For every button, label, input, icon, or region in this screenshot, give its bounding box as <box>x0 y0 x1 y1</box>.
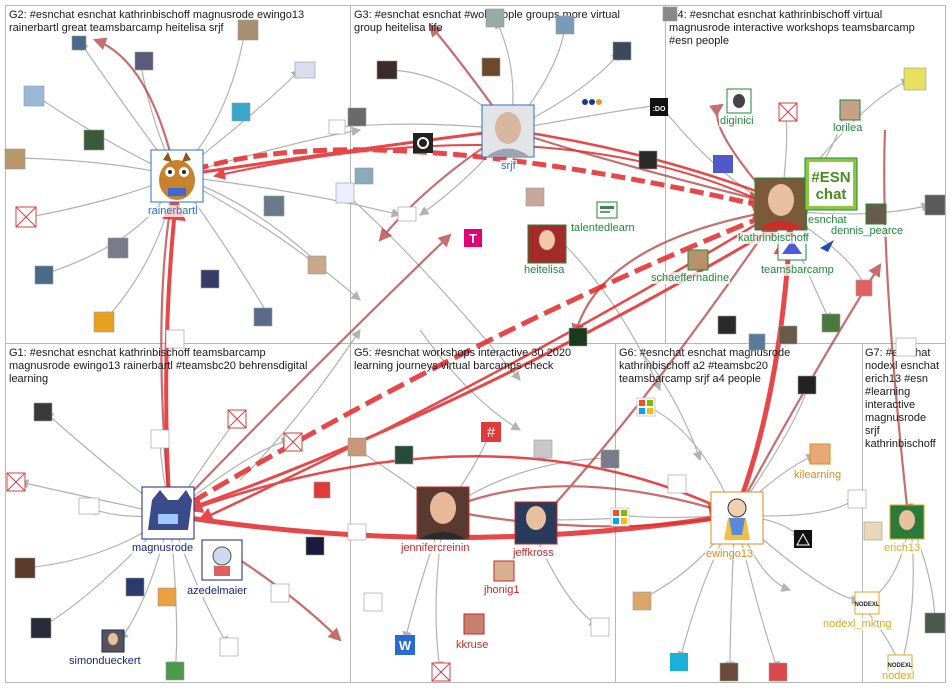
ms-tile <box>636 397 656 417</box>
kilearning-avatar[interactable] <box>809 443 831 465</box>
label-nodexl[interactable]: nodexl <box>881 670 916 682</box>
kathrinbischoff-avatar[interactable] <box>754 177 808 231</box>
lorilea-avatar[interactable] <box>839 99 861 121</box>
teams-icon <box>713 155 733 173</box>
label-jeffkross[interactable]: jeffkross <box>512 547 555 559</box>
label-lorilea[interactable]: lorilea <box>832 122 864 134</box>
heitelisa-avatar[interactable] <box>527 224 567 264</box>
svg-text:W: W <box>399 638 412 653</box>
t-tile: T <box>464 229 482 247</box>
group-title-g6: G6: #esnchat esnchat magnusrode kathrinb… <box>619 347 791 385</box>
label-magnusrode[interactable]: magnusrode <box>131 542 195 554</box>
broken-image-icons <box>6 102 798 682</box>
label-dennis_pearce[interactable]: dennis_pearce <box>830 225 905 237</box>
group-title-g2: G2: #esnchat esnchat kathrinbischoff mag… <box>9 9 305 34</box>
do-tile: :DO <box>650 98 668 116</box>
label-kathrinbischoff[interactable]: kathrinbischoff <box>737 232 810 244</box>
bird-icon <box>820 240 834 252</box>
jeffkross-avatar[interactable] <box>514 501 558 545</box>
svg-text:NODEXL: NODEXL <box>854 602 879 608</box>
label-azedelmaier[interactable]: azedelmaier <box>186 585 248 597</box>
schaeffernadine-avatar[interactable] <box>687 249 709 271</box>
label-rainerbartl[interactable]: rainerbartl <box>147 205 199 217</box>
label-schaeffernadine[interactable]: schaeffernadine <box>650 272 731 284</box>
label-srjf[interactable]: srjf <box>500 160 517 172</box>
azedelmaier-avatar[interactable] <box>201 539 243 581</box>
svg-text::DO: :DO <box>653 106 666 113</box>
dennis_pearce-avatar[interactable] <box>865 203 887 225</box>
hash-tile: # <box>481 422 501 442</box>
group-title-g5: G5: #esnchat workshops interactive 30 20… <box>354 347 572 372</box>
label-kilearning[interactable]: kilearning <box>793 469 843 481</box>
lego-tile <box>413 133 433 153</box>
group-title-g1: G1: #esnchat esnchat kathrinbischoff tea… <box>9 347 308 385</box>
magnusrode-avatar[interactable] <box>141 486 195 540</box>
group-title-g3: G3: #esnchat esnchat #wol people groups … <box>354 9 620 34</box>
ewingo13-avatar[interactable] <box>710 491 764 545</box>
label-diginici[interactable]: diginici <box>719 115 755 127</box>
dots-tile <box>580 94 604 110</box>
label-jhonig1[interactable]: jhonig1 <box>483 584 521 596</box>
svg-text:chat: chat <box>816 186 847 203</box>
small-avatars[interactable] <box>4 6 946 682</box>
rainerbartl-avatar[interactable] <box>150 149 204 203</box>
nodexl_mktng-avatar[interactable]: NODEXL <box>854 591 880 615</box>
ms-tile-2 <box>610 507 630 527</box>
jhonig1-avatar[interactable] <box>493 560 515 582</box>
label-teamsbarcamp[interactable]: teamsbarcamp <box>760 264 835 276</box>
jennifercreinin-avatar[interactable] <box>416 486 470 540</box>
svg-text:NODEXL: NODEXL <box>887 663 912 669</box>
label-simondueckert[interactable]: simondueckert <box>68 655 142 667</box>
esnchat-logo[interactable]: #ESN chat <box>804 157 858 211</box>
talentedlearn-avatar[interactable] <box>596 201 618 219</box>
label-erich13[interactable]: erich13 <box>883 542 922 554</box>
triangle-tile <box>794 530 812 548</box>
w-tile: W <box>395 635 415 655</box>
label-jennifercreinin[interactable]: jennifercreinin <box>400 542 471 554</box>
srjf-avatar[interactable] <box>481 104 535 158</box>
svg-text:T: T <box>469 231 477 246</box>
label-esnchat[interactable]: esnchat <box>807 214 848 226</box>
label-heitelisa[interactable]: heitelisa <box>523 264 566 276</box>
simondueckert-avatar[interactable] <box>101 629 125 653</box>
erich13-avatar[interactable] <box>889 504 925 540</box>
kkruse-avatar[interactable] <box>463 613 485 635</box>
label-nodexl_mktng[interactable]: nodexl_mktng <box>822 618 893 630</box>
label-ewingo13[interactable]: ewingo13 <box>705 548 755 560</box>
uber-tile <box>670 653 688 671</box>
svg-text:#ESN: #ESN <box>811 169 850 186</box>
label-talentedlearn[interactable]: talentedlearn <box>570 222 636 234</box>
svg-text:#: # <box>487 424 496 441</box>
label-kkruse[interactable]: kkruse <box>455 639 490 651</box>
diginici-avatar[interactable] <box>726 88 752 114</box>
